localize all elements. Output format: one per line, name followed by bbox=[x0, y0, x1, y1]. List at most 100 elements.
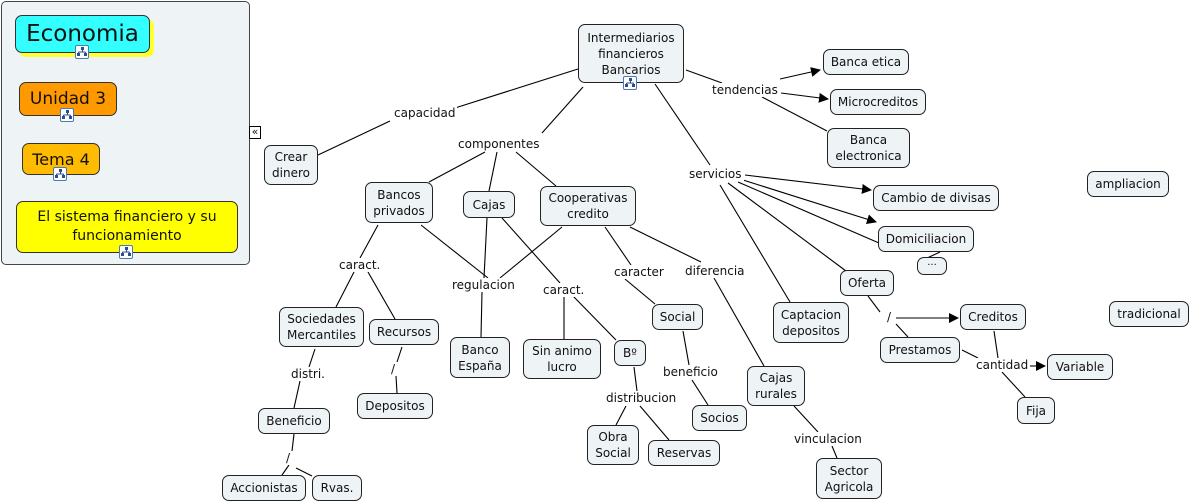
connection-line bbox=[993, 330, 999, 359]
link-vinculacion[interactable]: vinculacion bbox=[792, 432, 864, 446]
concept-reservas[interactable]: Reservas bbox=[648, 440, 720, 466]
concept-microcreditos[interactable]: Microcreditos bbox=[830, 89, 926, 115]
concept-oferta[interactable]: Oferta bbox=[840, 270, 894, 296]
connection-line bbox=[633, 366, 638, 392]
concept-sector-agricola[interactable]: Sector Agricola bbox=[816, 458, 882, 499]
concept-label: Fija bbox=[1025, 403, 1047, 418]
concept-banca-etica[interactable]: Banca etica bbox=[823, 49, 909, 75]
link-distri[interactable]: distri. bbox=[289, 367, 327, 381]
concept-cooperativas-credito[interactable]: Cooperativas credito bbox=[540, 186, 636, 226]
link-regulacion[interactable]: regulacion bbox=[450, 278, 517, 292]
concept-beneficio-bo[interactable]: Bº bbox=[614, 340, 646, 366]
concept-cajas-rurales[interactable]: Cajas rurales bbox=[747, 366, 805, 406]
link-servicios[interactable]: servicios bbox=[687, 167, 744, 181]
concept-label: ··· bbox=[927, 260, 937, 271]
concept-label: Sector Agricola bbox=[824, 463, 874, 494]
concept-cajas[interactable]: Cajas bbox=[463, 191, 515, 218]
concept-map-icon[interactable] bbox=[119, 245, 133, 259]
concept-accionistas[interactable]: Accionistas bbox=[222, 475, 306, 501]
concept-map-icon[interactable] bbox=[60, 108, 74, 122]
connection-line bbox=[293, 380, 301, 409]
concept-label: Oferta bbox=[847, 276, 887, 290]
concept-cambio-divisas[interactable]: Cambio de divisas bbox=[873, 185, 999, 211]
concept-captacion-depositos[interactable]: Captacion depositos bbox=[773, 302, 849, 343]
concept-rvas[interactable]: Rvas. bbox=[312, 475, 362, 501]
concept-creditos[interactable]: Creditos bbox=[960, 304, 1026, 330]
concept-fija[interactable]: Fija bbox=[1017, 397, 1055, 424]
link-distribucion[interactable]: distribucion bbox=[604, 391, 679, 405]
connection-line bbox=[335, 271, 355, 308]
concept-variable[interactable]: Variable bbox=[1047, 354, 1113, 380]
connection-arrow bbox=[742, 179, 877, 225]
concept-label: Bancos privados bbox=[373, 187, 425, 218]
concept-socios[interactable]: Socios bbox=[692, 405, 747, 431]
connection-line bbox=[308, 348, 316, 368]
concept-label: Rvas. bbox=[320, 481, 354, 495]
concept-sin-animo-lucro[interactable]: Sin animo lucro bbox=[523, 339, 601, 379]
concept-tradicional[interactable]: tradicional bbox=[1109, 301, 1189, 327]
concept-label: Creditos bbox=[968, 310, 1018, 324]
connection-line bbox=[317, 120, 391, 156]
concept-etc[interactable]: ··· bbox=[917, 257, 947, 275]
link-slash-recursos[interactable]: / bbox=[389, 362, 398, 376]
concept-map-icon[interactable] bbox=[75, 45, 89, 59]
concept-banco-espana[interactable]: Banco España bbox=[450, 337, 510, 378]
link-diferencia[interactable]: diferencia bbox=[683, 264, 747, 278]
concept-label: Bº bbox=[623, 346, 637, 360]
concept-label: Prestamos bbox=[888, 343, 952, 357]
link-slash-beneficio[interactable]: / bbox=[284, 451, 293, 465]
concept-intermediarios[interactable]: Intermediarios financieros Bancarios bbox=[578, 24, 684, 83]
parent-map-label: Tema 4 bbox=[32, 149, 90, 169]
connection-line bbox=[867, 295, 881, 313]
concept-depositos[interactable]: Depositos bbox=[357, 393, 433, 419]
concept-recursos[interactable]: Recursos bbox=[369, 319, 439, 345]
connection-line bbox=[831, 445, 838, 459]
concept-crear-dinero[interactable]: Crear dinero bbox=[264, 145, 318, 185]
connection-line bbox=[654, 83, 711, 166]
connection-line bbox=[895, 323, 909, 338]
connection-line bbox=[295, 467, 313, 477]
concept-label: Recursos bbox=[376, 325, 432, 339]
concept-beneficio[interactable]: Beneficio bbox=[258, 408, 330, 434]
connection-line bbox=[499, 226, 563, 279]
connection-line bbox=[488, 151, 498, 192]
concept-domiciliacion[interactable]: Domiciliacion bbox=[878, 226, 974, 252]
connection-line bbox=[727, 182, 847, 272]
connection-line bbox=[639, 405, 670, 441]
concept-obra-social[interactable]: Obra Social bbox=[587, 425, 639, 465]
link-slash-oferta[interactable]: / bbox=[885, 310, 894, 324]
link-capacidad[interactable]: capacidad bbox=[392, 106, 458, 120]
parent-map-sistema-financiero[interactable]: El sistema financiero y su funcionamient… bbox=[16, 201, 238, 253]
link-beneficio[interactable]: beneficio bbox=[661, 365, 720, 379]
connection-line bbox=[961, 349, 979, 359]
concept-label: Cajas bbox=[472, 197, 506, 212]
concept-label: Depositos bbox=[365, 399, 425, 413]
link-tendencias[interactable]: tendencias bbox=[710, 83, 780, 97]
concept-label: Obra Social bbox=[595, 430, 631, 460]
parent-map-tema-4[interactable]: Tema 4 bbox=[22, 143, 100, 175]
link-caracter[interactable]: caracter bbox=[612, 265, 666, 279]
concept-label: Captacion depositos bbox=[780, 307, 842, 338]
concept-map-icon[interactable] bbox=[53, 167, 67, 181]
concept-label: Intermediarios financieros Bancarios bbox=[587, 30, 675, 77]
concept-sociedades-mercantiles[interactable]: Sociedades Mercantiles bbox=[279, 307, 364, 347]
concept-prestamos[interactable]: Prestamos bbox=[880, 337, 960, 363]
link-cantidad[interactable]: cantidad bbox=[974, 358, 1031, 372]
link-componentes[interactable]: componentes bbox=[456, 137, 542, 151]
connection-line bbox=[1001, 371, 1026, 398]
concept-map-icon[interactable] bbox=[623, 76, 637, 90]
link-caract-cajas[interactable]: caract. bbox=[541, 283, 587, 297]
collapse-panel-button[interactable]: « bbox=[249, 126, 261, 139]
concept-bancos-privados[interactable]: Bancos privados bbox=[365, 182, 433, 223]
connection-line bbox=[541, 86, 584, 134]
concept-label: Microcreditos bbox=[837, 95, 919, 109]
connection-line bbox=[420, 224, 489, 279]
concept-banca-electronica[interactable]: Banca electronica bbox=[827, 128, 910, 168]
parent-map-label: Economia bbox=[26, 21, 139, 47]
parent-map-label: El sistema financiero y su funcionamient… bbox=[37, 209, 217, 244]
concept-social[interactable]: Social bbox=[652, 304, 703, 330]
concept-label: Cajas rurales bbox=[755, 371, 797, 401]
connection-line bbox=[629, 226, 702, 263]
link-caract-bancos[interactable]: caract. bbox=[337, 258, 383, 272]
concept-ampliacion[interactable]: ampliacion bbox=[1087, 171, 1169, 197]
